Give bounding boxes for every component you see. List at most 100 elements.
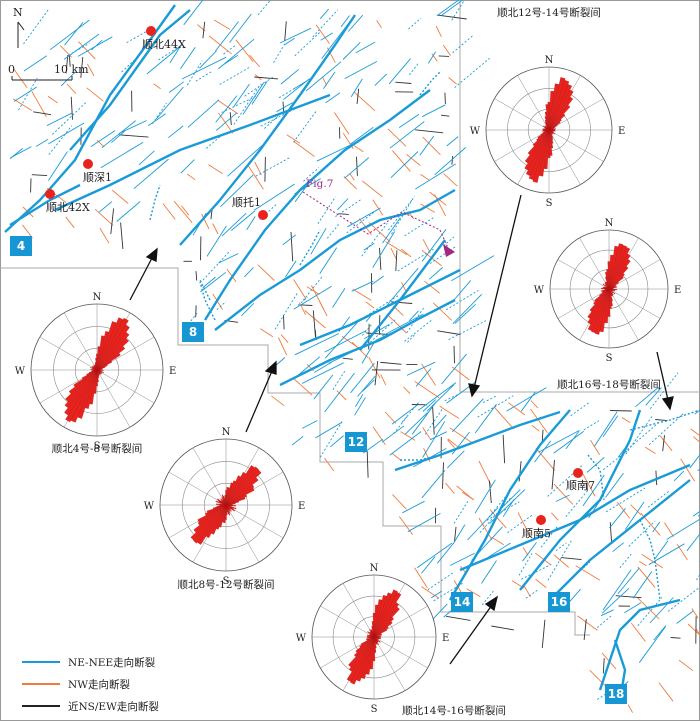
minor-fault <box>96 139 105 148</box>
minor-fault <box>395 81 412 84</box>
minor-fault <box>169 46 181 64</box>
minor-fault <box>233 83 262 125</box>
compass-w: W <box>144 501 155 512</box>
minor-fault <box>411 401 437 435</box>
minor-fault <box>588 495 604 519</box>
minor-fault <box>615 595 642 599</box>
minor-fault <box>582 474 605 507</box>
minor-fault <box>344 61 378 79</box>
major-ne-fault <box>448 409 571 601</box>
minor-fault <box>583 420 600 431</box>
minor-fault <box>601 587 630 614</box>
minor-fault <box>630 504 642 516</box>
major-ne-fault <box>69 9 191 151</box>
minor-fault <box>430 590 443 599</box>
minor-fault <box>212 223 219 235</box>
rose-petal <box>605 281 610 290</box>
minor-fault <box>319 8 329 20</box>
minor-fault <box>324 330 367 353</box>
minor-fault <box>379 247 382 270</box>
rose-petal <box>360 636 375 646</box>
minor-fault <box>351 280 374 292</box>
minor-fault <box>317 196 336 225</box>
minor-fault <box>350 362 375 394</box>
minor-fault <box>454 303 476 324</box>
compass-s: S <box>94 441 101 452</box>
rose-petal <box>548 124 558 131</box>
rose-petal <box>225 497 246 506</box>
minor-fault <box>551 512 559 521</box>
minor-fault <box>673 470 685 482</box>
rose-petal <box>64 369 98 409</box>
minor-fault <box>22 224 33 239</box>
minor-fault <box>271 395 285 407</box>
minor-fault <box>187 173 196 181</box>
minor-fault <box>385 241 408 256</box>
minor-fault <box>388 58 411 85</box>
compass-e: E <box>442 633 449 644</box>
rose-caption: 顺北4号-8号断裂间 <box>52 442 142 455</box>
minor-fault <box>452 280 472 302</box>
rose-petal <box>96 360 113 371</box>
minor-fault <box>553 430 585 454</box>
minor-fault <box>452 366 470 381</box>
minor-fault <box>355 394 364 408</box>
minor-fault <box>65 55 69 74</box>
minor-fault <box>91 39 103 51</box>
minor-fault <box>474 479 496 514</box>
minor-fault <box>280 334 289 343</box>
rose-petal <box>548 84 573 131</box>
minor-fault <box>418 382 457 411</box>
minor-fault <box>488 480 492 504</box>
minor-fault <box>49 19 90 51</box>
minor-fault <box>257 0 272 16</box>
minor-fault <box>602 658 605 674</box>
minor-fault <box>31 91 47 118</box>
minor-fault <box>649 372 679 409</box>
minor-fault <box>391 404 418 425</box>
minor-fault <box>133 158 169 190</box>
rose-petal <box>371 621 375 638</box>
minor-fault <box>644 446 656 454</box>
minor-fault <box>594 411 618 447</box>
minor-fault <box>535 552 551 565</box>
rose-petal <box>359 636 375 648</box>
minor-fault <box>200 271 227 293</box>
minor-fault <box>148 113 166 126</box>
rose-petal <box>224 494 227 506</box>
fault-badge-4: 4 <box>10 236 32 256</box>
minor-fault <box>387 198 414 231</box>
minor-fault <box>451 398 484 433</box>
arrowhead <box>484 595 498 612</box>
well-label: 顺深1 <box>83 171 112 184</box>
legend-nw: NW走向断裂 <box>68 678 130 691</box>
minor-fault <box>692 510 700 517</box>
minor-fault <box>219 174 254 208</box>
minor-fault <box>301 420 318 429</box>
rose-petal <box>548 118 562 131</box>
minor-fault <box>421 556 436 574</box>
rose-petal <box>225 502 236 506</box>
minor-fault <box>235 39 254 63</box>
minor-fault <box>694 409 700 415</box>
rose-petal <box>373 589 398 638</box>
minor-fault <box>181 205 190 216</box>
minor-fault <box>436 542 455 564</box>
minor-fault <box>570 401 591 417</box>
rose-petal <box>193 504 227 544</box>
compass-s: S <box>223 576 230 587</box>
minor-fault <box>319 247 338 275</box>
minor-fault <box>445 290 479 311</box>
rose-petal <box>373 628 388 638</box>
minor-fault <box>530 400 539 409</box>
minor-fault <box>559 561 591 590</box>
minor-fault <box>336 390 347 401</box>
minor-fault <box>221 95 256 113</box>
minor-fault <box>100 141 144 169</box>
minor-fault <box>654 540 669 560</box>
minor-fault <box>181 56 227 80</box>
minor-fault <box>254 76 279 80</box>
minor-fault <box>290 231 294 262</box>
ne-faults-layer <box>4 0 700 701</box>
